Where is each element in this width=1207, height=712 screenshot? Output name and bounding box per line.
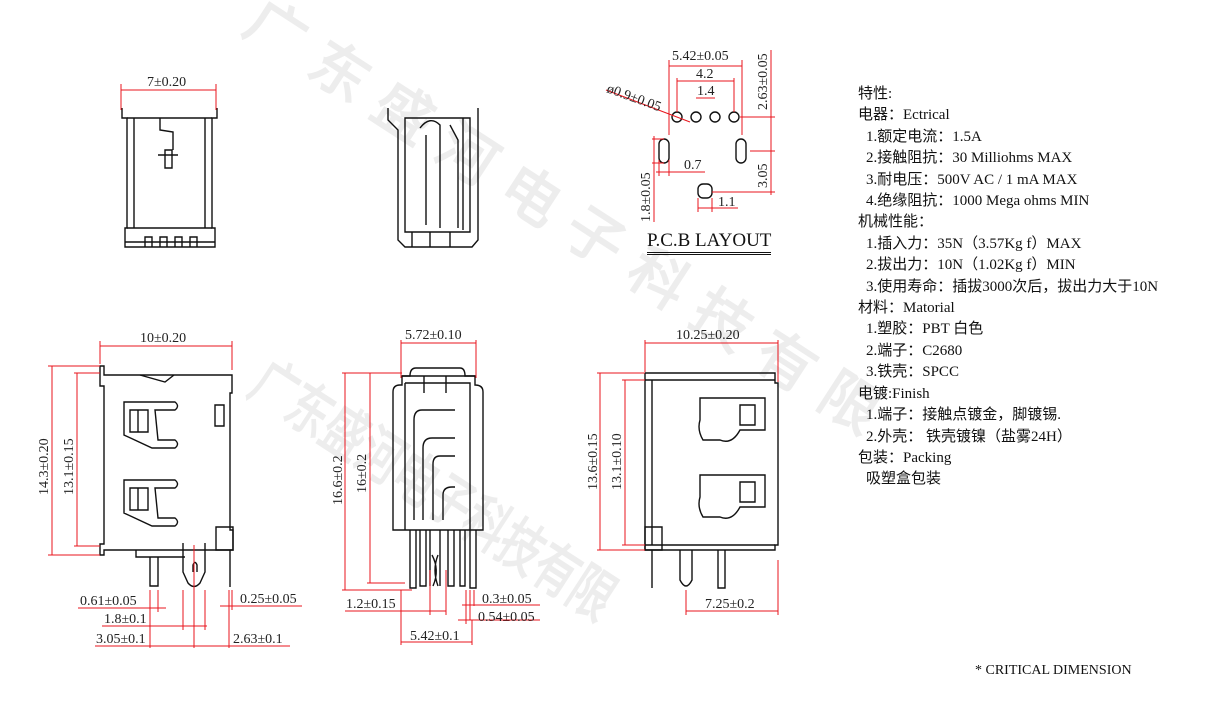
critical-dimension-note: * CRITICAL DIMENSION [975,663,1132,678]
bottom-middle-view: 5.72±0.10 16.6±0.2 16±0.2 1.2±0.15 0.3±0… [331,328,540,645]
specifications-panel: 特性: 电器：Ectrical 1.额定电流：1.5A 2.接触阻抗：30 Mi… [858,84,1158,491]
dim-label: 0.7 [684,158,702,173]
spec-item: 2.外壳： 铁壳镀镍（盐雾24H） [866,428,1072,445]
dim-label: 1.2±0.15 [346,597,396,612]
dim-label: 2.63±0.05 [756,53,771,110]
spec-item: 3.使用寿命：插拔3000次后，拔出力大于10N [866,278,1159,295]
dim-label: 2.63±0.1 [233,632,283,647]
pcb-layout: 5.42±0.05 4.2 1.4 ø0.9±0.05 2.63±0.05 3.… [605,49,775,222]
dim-label: 1.1 [718,195,736,210]
spec-item: 2.端子：C2680 [866,342,963,359]
dim-label: 5.42±0.1 [410,629,460,644]
dim-label: 4.2 [696,67,714,82]
spec-item: 1.端子：接触点镀金，脚镀锡. [866,407,1062,424]
bottom-left-view: 10±0.20 14.3±0.20 13.1±0.15 0.61±0.05 1.… [37,331,302,648]
dim-label: 3.05±0.1 [96,632,146,647]
dim-label: ø0.9±0.05 [605,82,663,115]
spec-item: 1.插入力：35N（3.57Kg f）MAX [866,235,1082,252]
dim-label: 5.42±0.05 [672,49,729,64]
material-title: 材料：Matorial [858,300,955,317]
dim-label: 5.72±0.10 [405,328,462,343]
dim-label: 0.54±0.05 [478,610,535,625]
dim-label: 0.25±0.05 [240,592,297,607]
mechanical-title: 机械性能： [858,214,934,231]
dim-label: 7±0.20 [147,75,186,90]
top-front-view: 7±0.20 [120,75,218,248]
pcb-hole [690,111,702,123]
dim-label: 14.3±0.20 [37,438,52,495]
dim-label: 1.4 [697,84,715,99]
electrical-title: 电器：Ectrical [858,107,950,124]
dim-label: 16±0.2 [355,454,370,493]
pcb-hole [728,111,740,123]
dim-label: 7.25±0.2 [705,597,755,612]
dim-label: 0.3±0.05 [482,592,532,607]
dim-label: 16.6±0.2 [331,455,346,505]
dim-label: 10±0.20 [140,331,186,346]
packing-title: 包装：Packing [858,449,952,466]
dim-label: 13.6±0.15 [586,433,601,490]
spec-item: 2.拔出力：10N（1.02Kg f）MIN [866,257,1076,274]
specs-heading: 特性: [858,86,893,102]
pcb-layout-title: P.C.B LAYOUT [647,230,772,255]
pcb-slot [735,138,747,164]
spec-item: 1.塑胶：PBT 白色 [866,321,984,338]
finish-title: 电镀:Finish [858,385,930,402]
bottom-right-view: 10.25±0.20 13.6±0.15 13.1±0.10 7.25±0.2 [586,328,779,615]
dim-label: 1.8±0.1 [104,612,147,627]
dim-label: 10.25±0.20 [676,328,740,343]
spec-item: 吸塑盒包装 [866,471,942,488]
spec-item: 3.耐电压：500V AC / 1 mA MAX [866,171,1078,188]
spec-item: 4.绝缘阻抗：1000 Mega ohms MIN [866,193,1090,210]
spec-item: 2.接触阻抗：30 Milliohms MAX [866,150,1073,167]
dim-label: 13.1±0.10 [610,433,625,490]
dim-label: 0.61±0.05 [80,594,137,609]
spec-item: 3.铁壳：SPCC [866,364,959,381]
dim-label: 3.05 [756,164,771,189]
dim-label: 13.1±0.15 [62,438,77,495]
pcb-hole [709,111,721,123]
pcb-slot [658,138,670,164]
top-side-view [387,108,479,248]
spec-item: 1.额定电流：1.5A [866,128,982,145]
pcb-pad [697,183,713,199]
dim-label: 1.8±0.05 [639,172,654,222]
